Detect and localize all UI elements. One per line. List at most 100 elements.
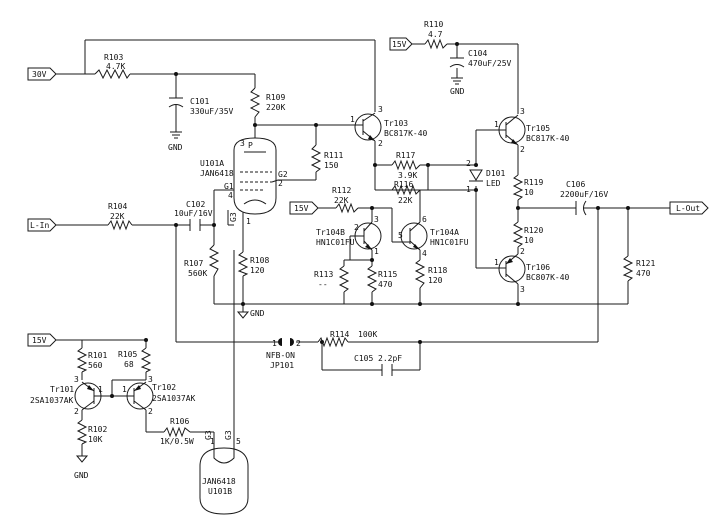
tr104a-pin-4: 4 [422, 249, 427, 258]
tr101-pin-2: 2 [74, 407, 79, 416]
port-l-in: L-In [27, 218, 57, 232]
tr103-pin-3: 3 [378, 105, 383, 114]
tr104b-ref: Tr104B [316, 228, 345, 237]
port-l-out: L-Out [669, 201, 709, 215]
r117-value: 3.9K [398, 171, 417, 180]
tr104b-pin-1: 1 [374, 247, 379, 256]
resistor-r110: R110 4.7 [424, 20, 448, 50]
c105-ref: C105 [354, 354, 373, 363]
tr101-pin-3: 3 [74, 375, 79, 384]
tr106-pin-2: 2 [520, 247, 525, 256]
r101-ref: R101 [88, 351, 107, 360]
tube-u101a: U101A JAN6418 P G2 G1 G3 2 4 3 1 [200, 137, 288, 226]
c104-ref: C104 [468, 49, 487, 58]
r109-ref: R109 [266, 93, 285, 102]
r110-ref: R110 [424, 20, 443, 29]
r101-value: 560 [88, 361, 103, 370]
jp101-pin-2: 2 [296, 339, 301, 348]
ground-rail: GND [236, 309, 265, 319]
tube-pin-4: 4 [228, 191, 233, 200]
jumper-jp101: 1 2 NFB-ON JP101 [266, 338, 301, 370]
tr105-ref: Tr105 [526, 124, 550, 133]
tr101-ref: Tr101 [50, 385, 74, 394]
resistor-r118: R118 120 [414, 259, 447, 289]
tr104b-pin-2: 2 [354, 223, 359, 232]
tr104a-ref: Tr104A [430, 228, 459, 237]
r105-ref: R105 [118, 350, 137, 359]
tr104a-type: HN1C01FU [430, 238, 469, 247]
r105-value: 68 [124, 360, 134, 369]
tr102-pin-3: 3 [148, 375, 153, 384]
tr102-pin-1: 1 [122, 385, 127, 394]
c104-value: 470uF/25V [468, 59, 512, 68]
tr102-type: 2SA1037AK [152, 394, 196, 403]
r103-value: 4.7K [106, 62, 125, 71]
r107-ref: R107 [184, 259, 203, 268]
r108-ref: R108 [250, 256, 269, 265]
resistor-r109: R109 220K [249, 87, 285, 118]
resistor-r108: R108 120 [237, 251, 269, 277]
r103-ref: R103 [104, 53, 123, 62]
tr105-pin-2: 2 [520, 145, 525, 154]
r110-value: 4.7 [428, 30, 443, 39]
r116-ref: R116 [394, 180, 413, 189]
tr104b-type: HN1C01FU [316, 238, 355, 247]
resistor-r104: R104 22K [107, 202, 133, 231]
r119-ref: R119 [524, 178, 543, 187]
resistor-r121: R121 470 [622, 255, 655, 282]
c105-value: 2.2pF [378, 354, 402, 363]
tube-pin-p: P [248, 141, 253, 150]
heater-pin-g3a: G3 [204, 430, 213, 440]
port-l-in-label: L-In [30, 221, 49, 230]
u101a-ref: U101A [200, 159, 224, 168]
r117-ref: R117 [396, 151, 415, 160]
c101-value: 330uF/35V [190, 107, 234, 116]
resistor-r112: R112 22K [332, 186, 359, 214]
capacitor-c106: C106 2200uF/16V [560, 180, 608, 216]
tube-pin-1: 1 [246, 217, 251, 226]
transistor-tr103: Tr103 BC817K-40 3 1 2 [350, 105, 428, 148]
ground-r102-label: GND [74, 471, 89, 480]
tr104b-pin-3: 3 [374, 215, 379, 224]
d101-pin-2: 2 [466, 159, 471, 168]
tr101-pin-1: 1 [98, 385, 103, 394]
r113-ref: R113 [314, 270, 333, 279]
r120-ref: R120 [524, 226, 543, 235]
tr105-pin-3: 3 [520, 107, 525, 116]
resistor-r101: R101 560 [76, 347, 107, 373]
junctions [110, 42, 630, 398]
r119-value: 10 [524, 188, 534, 197]
u101b-ref: U101B [208, 487, 232, 496]
transistor-tr104b: Tr104B HN1C01FU 3 2 1 [316, 215, 382, 256]
ground-c101: GND [168, 131, 183, 152]
tube-pin-g3: G3 [229, 212, 238, 222]
port-15v-mid: 15V [289, 201, 319, 215]
resistor-r102: R102 10K [76, 419, 107, 445]
r115-value: 470 [378, 280, 393, 289]
r120-value: 10 [524, 236, 534, 245]
capacitor-c104: C104 470uF/25V [449, 49, 512, 68]
r121-value: 470 [636, 269, 651, 278]
tr102-pin-2: 2 [148, 407, 153, 416]
r107-value: 560K [188, 269, 207, 278]
r112-value: 22K [334, 196, 349, 205]
port-30v: 30V [27, 67, 57, 81]
r118-ref: R118 [428, 266, 447, 275]
r121-ref: R121 [636, 259, 655, 268]
d101-ref: D101 [486, 169, 505, 178]
transistor-tr104a: Tr104A HN1C01FU 6 5 4 [398, 215, 469, 258]
tr106-pin-1: 1 [494, 258, 499, 267]
heater-pin-1: 1 [210, 437, 215, 446]
c106-ref: C106 [566, 180, 585, 189]
ground-c104-label: GND [450, 87, 465, 96]
d101-pin-1: 1 [466, 185, 471, 194]
ground-c101-label: GND [168, 143, 183, 152]
transistor-tr105: Tr105 BC817K-40 3 1 2 [494, 107, 570, 154]
resistor-r106: R106 1K/0.5W [160, 417, 194, 446]
heater-pin-5: 5 [236, 437, 241, 446]
r102-ref: R102 [88, 425, 107, 434]
ground-r102: GND [74, 455, 89, 480]
r115-ref: R115 [378, 270, 397, 279]
c101-ref: C101 [190, 97, 209, 106]
port-l-out-label: L-Out [676, 204, 700, 213]
